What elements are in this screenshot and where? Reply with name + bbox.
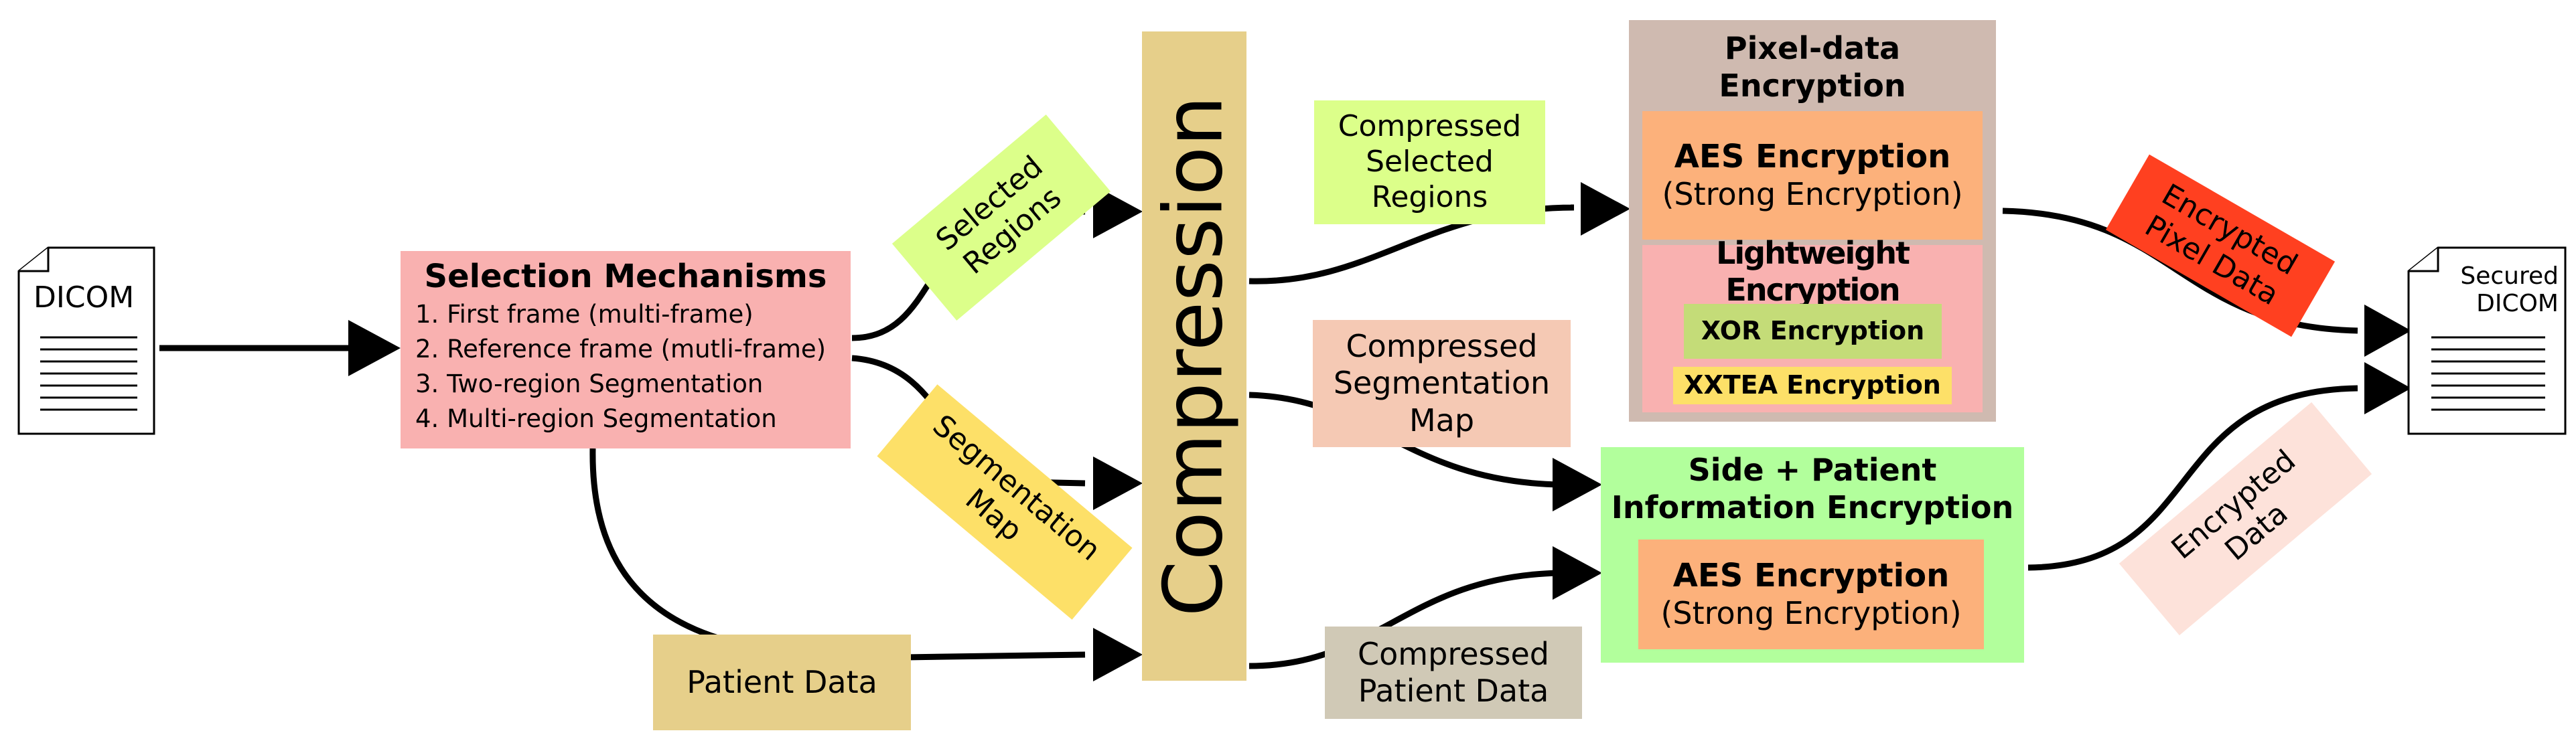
selection-item: 3. Two-region Segmentation xyxy=(415,369,764,398)
arrowhead-patient-data xyxy=(1093,628,1143,681)
pixel-aes-title: AES Encryption xyxy=(1674,137,1951,175)
pixel-data-encryption-box: Pixel-data Encryption AES Encryption (St… xyxy=(1629,20,1996,422)
compressed-segmentation-map-label: Compressed Segmentation Map xyxy=(1313,320,1571,447)
arrowhead-secured-top xyxy=(2364,305,2411,357)
selection-mechanisms-box: Selection Mechanisms 1. First frame (mul… xyxy=(401,251,851,448)
arrowhead-pixel-encryption xyxy=(1581,182,1630,236)
side-aes-subtitle: (Strong Encryption) xyxy=(1660,595,1962,632)
arrowhead-side-encryption-bottom xyxy=(1553,546,1602,600)
arrow-compression-patient-to-side-encryption xyxy=(1248,570,1561,669)
pixel-data-encryption-title: Pixel-data Encryption xyxy=(1719,30,1906,104)
arrowheads xyxy=(348,182,2411,681)
xxtea-encryption-box: XXTEA Encryption xyxy=(1673,367,1952,404)
arrowhead-segmentation-map xyxy=(1093,457,1143,510)
selection-item: 2. Reference frame (mutli-frame) xyxy=(415,335,827,363)
arrow-side-to-secured-dicom xyxy=(2027,385,2358,571)
compressed-selected-regions-label: Compressed Selected Regions xyxy=(1314,100,1545,224)
selection-item: 1. First frame (multi-frame) xyxy=(415,300,754,329)
pixel-aes-encryption-box: AES Encryption (Strong Encryption) xyxy=(1642,111,1983,240)
compression-label: Compression xyxy=(1147,95,1240,617)
side-patient-encryption-box: Side + Patient Information Encryption AE… xyxy=(1601,447,2024,663)
pixel-aes-subtitle: (Strong Encryption) xyxy=(1662,176,1963,213)
side-patient-encryption-title: Side + Patient Information Encryption xyxy=(1611,452,2014,525)
secured-dicom-label: Secured DICOM xyxy=(2460,262,2559,318)
compression-box: Compression xyxy=(1142,31,1246,681)
selection-mechanisms-title: Selection Mechanisms xyxy=(424,258,827,295)
arrowhead-secured-bottom xyxy=(2364,362,2411,414)
arrowhead-selected-regions xyxy=(1093,185,1143,238)
lightweight-encryption-box: Lightweight Encryption XOR Encryption XX… xyxy=(1642,234,1983,412)
secured-dicom-document-icon xyxy=(2407,246,2567,435)
side-aes-encryption-box: AES Encryption (Strong Encryption) xyxy=(1638,540,1984,649)
patient-data-label: Patient Data xyxy=(653,635,911,730)
compressed-patient-data-label: Compressed Patient Data xyxy=(1325,627,1582,719)
selection-item: 4. Multi-region Segmentation xyxy=(415,404,777,433)
side-aes-title: AES Encryption xyxy=(1672,556,1950,594)
arrowhead-selection xyxy=(348,320,401,376)
dicom-label: DICOM xyxy=(33,280,135,315)
lightweight-encryption-title: Lightweight Encryption xyxy=(1716,234,1910,308)
dicom-document-icon xyxy=(17,246,155,435)
arrowhead-side-encryption-top xyxy=(1553,458,1602,511)
xor-encryption-box: XOR Encryption xyxy=(1684,304,1942,359)
